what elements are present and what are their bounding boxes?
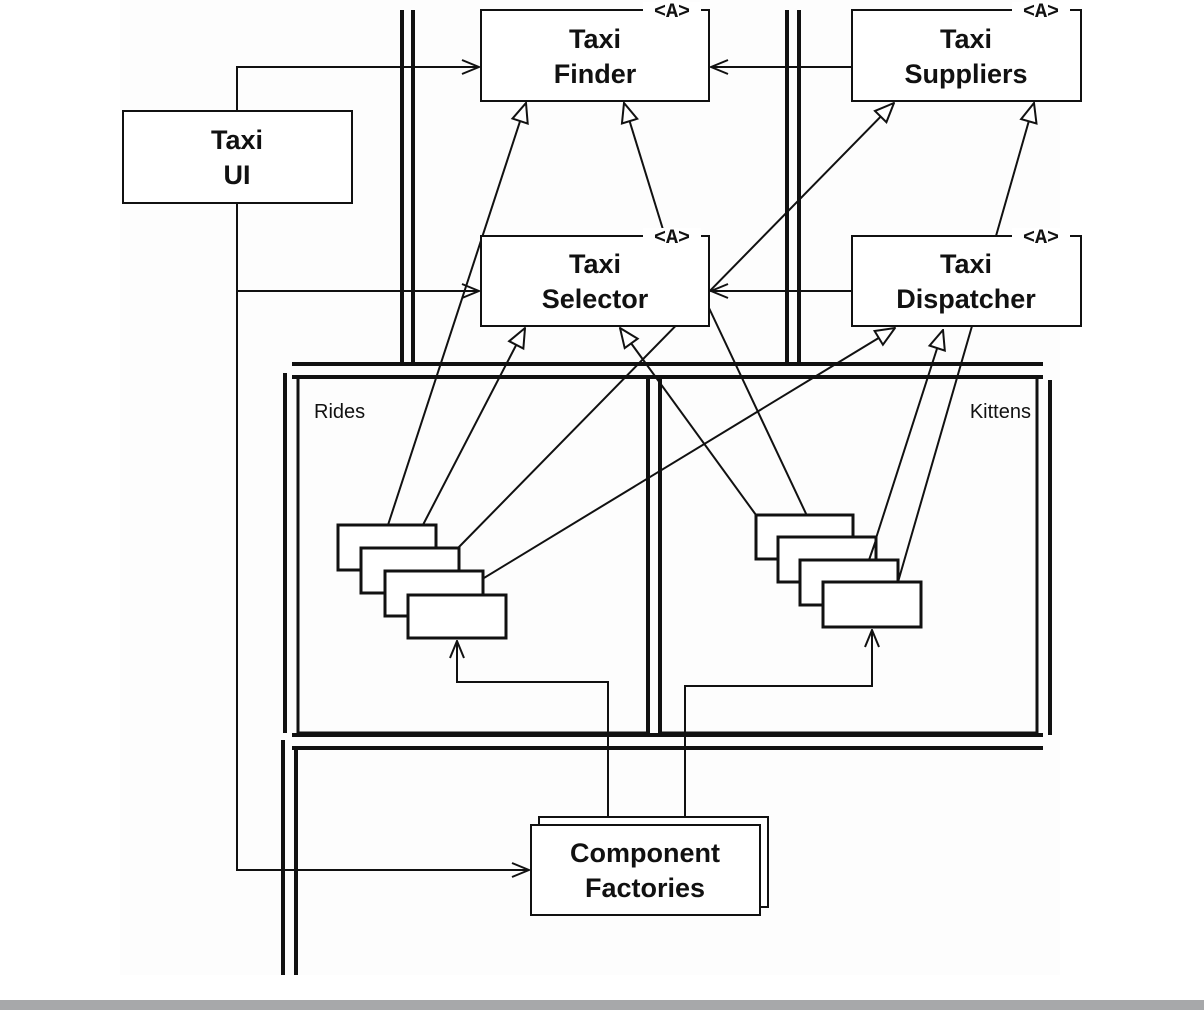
footer-bar — [0, 1000, 1204, 1010]
rides-package — [296, 375, 650, 735]
implements-arrow-rides-dispatcher — [455, 328, 895, 596]
uses-arrow-ui-factories — [236, 291, 529, 870]
implements-arrow-rides-finder — [387, 103, 526, 526]
stereotype-mask — [643, 228, 701, 244]
taxi-suppliers-component[interactable]: <A> Taxi Suppliers — [851, 1, 1082, 102]
taxi-ui-component[interactable]: Taxi UI — [122, 110, 353, 204]
implements-arrow-selector-finder — [624, 103, 666, 237]
stereotype-mask — [643, 2, 701, 18]
taxi-dispatcher-label-line1: Taxi — [940, 249, 992, 279]
abstract-stereotype: <A> — [1023, 1, 1059, 24]
kittens-selector-link — [708, 307, 818, 538]
implements-arrow-kittens-selector — [620, 328, 757, 516]
component-factories-box[interactable] — [530, 824, 761, 916]
taxi-selector-label-line1: Taxi — [569, 249, 621, 279]
kittens-dispatcher-link — [897, 325, 973, 583]
abstract-stereotype: <A> — [654, 227, 690, 250]
taxi-finder-box[interactable] — [480, 9, 710, 102]
taxi-finder-component[interactable]: <A> Taxi Finder — [480, 1, 710, 102]
rides-package-label: Rides — [314, 401, 365, 423]
stereotype-mask — [1012, 2, 1070, 18]
taxi-ui-label-line1: Taxi — [211, 125, 263, 155]
creates-arrow-factories-kittens — [684, 630, 872, 817]
taxi-ui-box[interactable] — [122, 110, 353, 204]
taxi-suppliers-box[interactable] — [851, 9, 1082, 102]
link-overlays — [868, 539, 877, 561]
creates-arrow-factories-rides — [457, 641, 609, 817]
taxi-dispatcher-box[interactable] — [851, 235, 1082, 327]
kittens-package-label: Kittens — [970, 401, 1031, 423]
taxi-selector-label-line2: Selector — [542, 284, 649, 314]
taxi-selector-box[interactable] — [480, 235, 710, 327]
kittens-implementations — [754, 513, 923, 629]
dependency-lines — [236, 67, 1034, 870]
taxi-finder-label-line1: Taxi — [569, 24, 621, 54]
component-factories-label-line2: Factories — [585, 873, 705, 903]
taxi-dispatcher-component[interactable]: <A> Taxi Dispatcher — [851, 227, 1082, 327]
taxi-selector-component[interactable]: <A> Taxi Selector — [480, 227, 710, 327]
implements-arrow-rides-selector — [410, 328, 525, 549]
abstract-stereotype: <A> — [1023, 227, 1059, 250]
stereotype-mask — [1012, 228, 1070, 244]
kittens-package — [658, 375, 1039, 735]
rides-implementations — [336, 523, 508, 640]
kittens-impl-box[interactable] — [821, 580, 923, 629]
taxi-suppliers-label-line2: Suppliers — [904, 59, 1027, 89]
taxi-finder-label-line2: Finder — [554, 59, 637, 89]
abstract-stereotype: <A> — [654, 1, 690, 24]
uses-arrow-ui-finder — [236, 67, 479, 111]
uses-arrow-ui-selector — [236, 203, 479, 291]
component-factories-component[interactable]: Component Factories — [530, 816, 769, 916]
taxi-suppliers-label-line1: Taxi — [940, 24, 992, 54]
link-overlay — [868, 539, 877, 561]
implements-arrow-dispatcher-suppliers — [995, 103, 1034, 237]
rides-impl-box[interactable] — [406, 593, 508, 640]
component-factories-label-line1: Component — [570, 838, 720, 868]
taxi-ui-label-line2: UI — [224, 160, 251, 190]
implements-arrow-kittens-dispatcher — [868, 330, 943, 561]
taxi-dispatcher-label-line2: Dispatcher — [896, 284, 1036, 314]
